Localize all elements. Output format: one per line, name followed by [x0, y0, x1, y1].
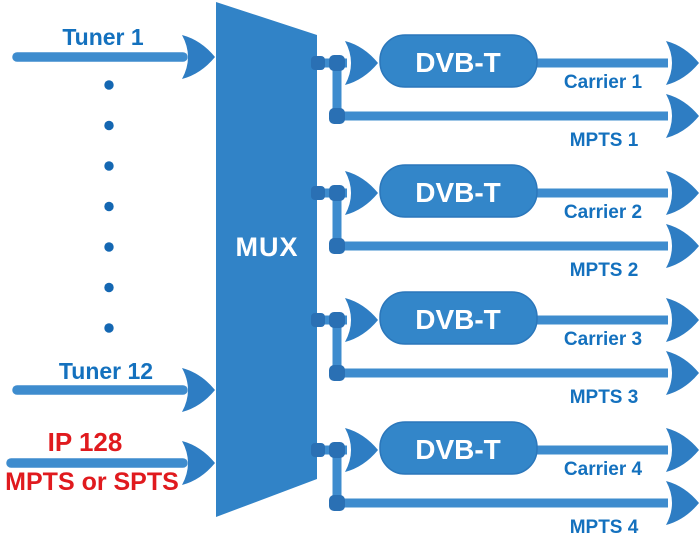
corner-joint: [329, 495, 345, 511]
box-arrowhead-icon: [345, 428, 378, 472]
output-group-2: DVB-T Carrier 2 MPTS 2: [311, 164, 699, 281]
box-arrowhead-icon: [345, 171, 378, 215]
output-group-3: DVB-T Carrier 3 MPTS 3: [311, 291, 699, 408]
dvbt-box-label: DVB-T: [415, 47, 501, 78]
box-arrowhead-icon: [345, 298, 378, 342]
t-joint: [329, 312, 345, 328]
mux-block: MUX: [216, 2, 317, 517]
t-joint: [329, 55, 345, 71]
mpts-label: MPTS 1: [570, 130, 639, 151]
ip-128-sublabel: MPTS or SPTS: [5, 468, 179, 496]
dot-icon: [104, 242, 114, 252]
dot-icon: [104, 201, 114, 212]
carrier-label: Carrier 4: [564, 459, 643, 480]
carrier-arrowhead-icon: [666, 298, 699, 342]
dvbt-box-label: DVB-T: [415, 434, 501, 465]
mpts-arrowhead-icon: [666, 351, 699, 395]
input-tuner-1: Tuner 1: [12, 24, 215, 79]
dvbt-box: [379, 291, 538, 345]
port-joint: [311, 313, 325, 327]
mpts-arrowhead-icon: [666, 224, 699, 268]
mux-label: MUX: [236, 232, 299, 262]
carrier-arrowhead-icon: [666, 41, 699, 85]
t-joint: [329, 185, 345, 201]
tuner-1-label: Tuner 1: [62, 24, 144, 50]
carrier-arrowhead-icon: [666, 428, 699, 472]
carrier-label: Carrier 1: [564, 72, 643, 93]
mpts-arrowhead-icon: [666, 94, 699, 138]
port-joint: [311, 56, 325, 70]
dvbt-box: [379, 164, 538, 218]
ip-128-label: IP 128: [48, 427, 123, 457]
dvbt-box-label: DVB-T: [415, 304, 501, 335]
dvbt-box: [379, 34, 538, 88]
mpts-arrowhead-icon: [666, 481, 699, 525]
mpts-label: MPTS 4: [570, 517, 639, 538]
corner-joint: [329, 108, 345, 124]
corner-joint: [329, 365, 345, 381]
port-joint: [311, 186, 325, 200]
mux-shape: [216, 2, 317, 517]
mpts-label: MPTS 3: [570, 387, 639, 408]
carrier-arrowhead-icon: [666, 171, 699, 215]
input-tuner-12: Tuner 12: [12, 358, 215, 412]
dot-icon: [104, 120, 114, 131]
carrier-label: Carrier 3: [564, 329, 642, 350]
ellipsis-dots: [104, 80, 114, 333]
t-joint: [329, 442, 345, 458]
input-ip-128: IP 128 MPTS or SPTS: [5, 427, 215, 496]
mpts-label: MPTS 2: [570, 260, 639, 281]
output-group-1: DVB-T Carrier 1 MPTS 1: [311, 34, 699, 151]
dvbt-box-label: DVB-T: [415, 177, 501, 208]
carrier-label: Carrier 2: [564, 202, 642, 223]
corner-joint: [329, 238, 345, 254]
dot-icon: [104, 80, 114, 90]
box-arrowhead-icon: [345, 41, 378, 85]
dot-icon: [104, 323, 114, 333]
output-group-4: DVB-T Carrier 4 MPTS 4: [311, 421, 699, 538]
port-joint: [311, 443, 325, 457]
tuner-12-label: Tuner 12: [59, 358, 153, 384]
dot-icon: [104, 282, 114, 293]
dot-icon: [104, 161, 114, 171]
dvbt-box: [379, 421, 538, 475]
